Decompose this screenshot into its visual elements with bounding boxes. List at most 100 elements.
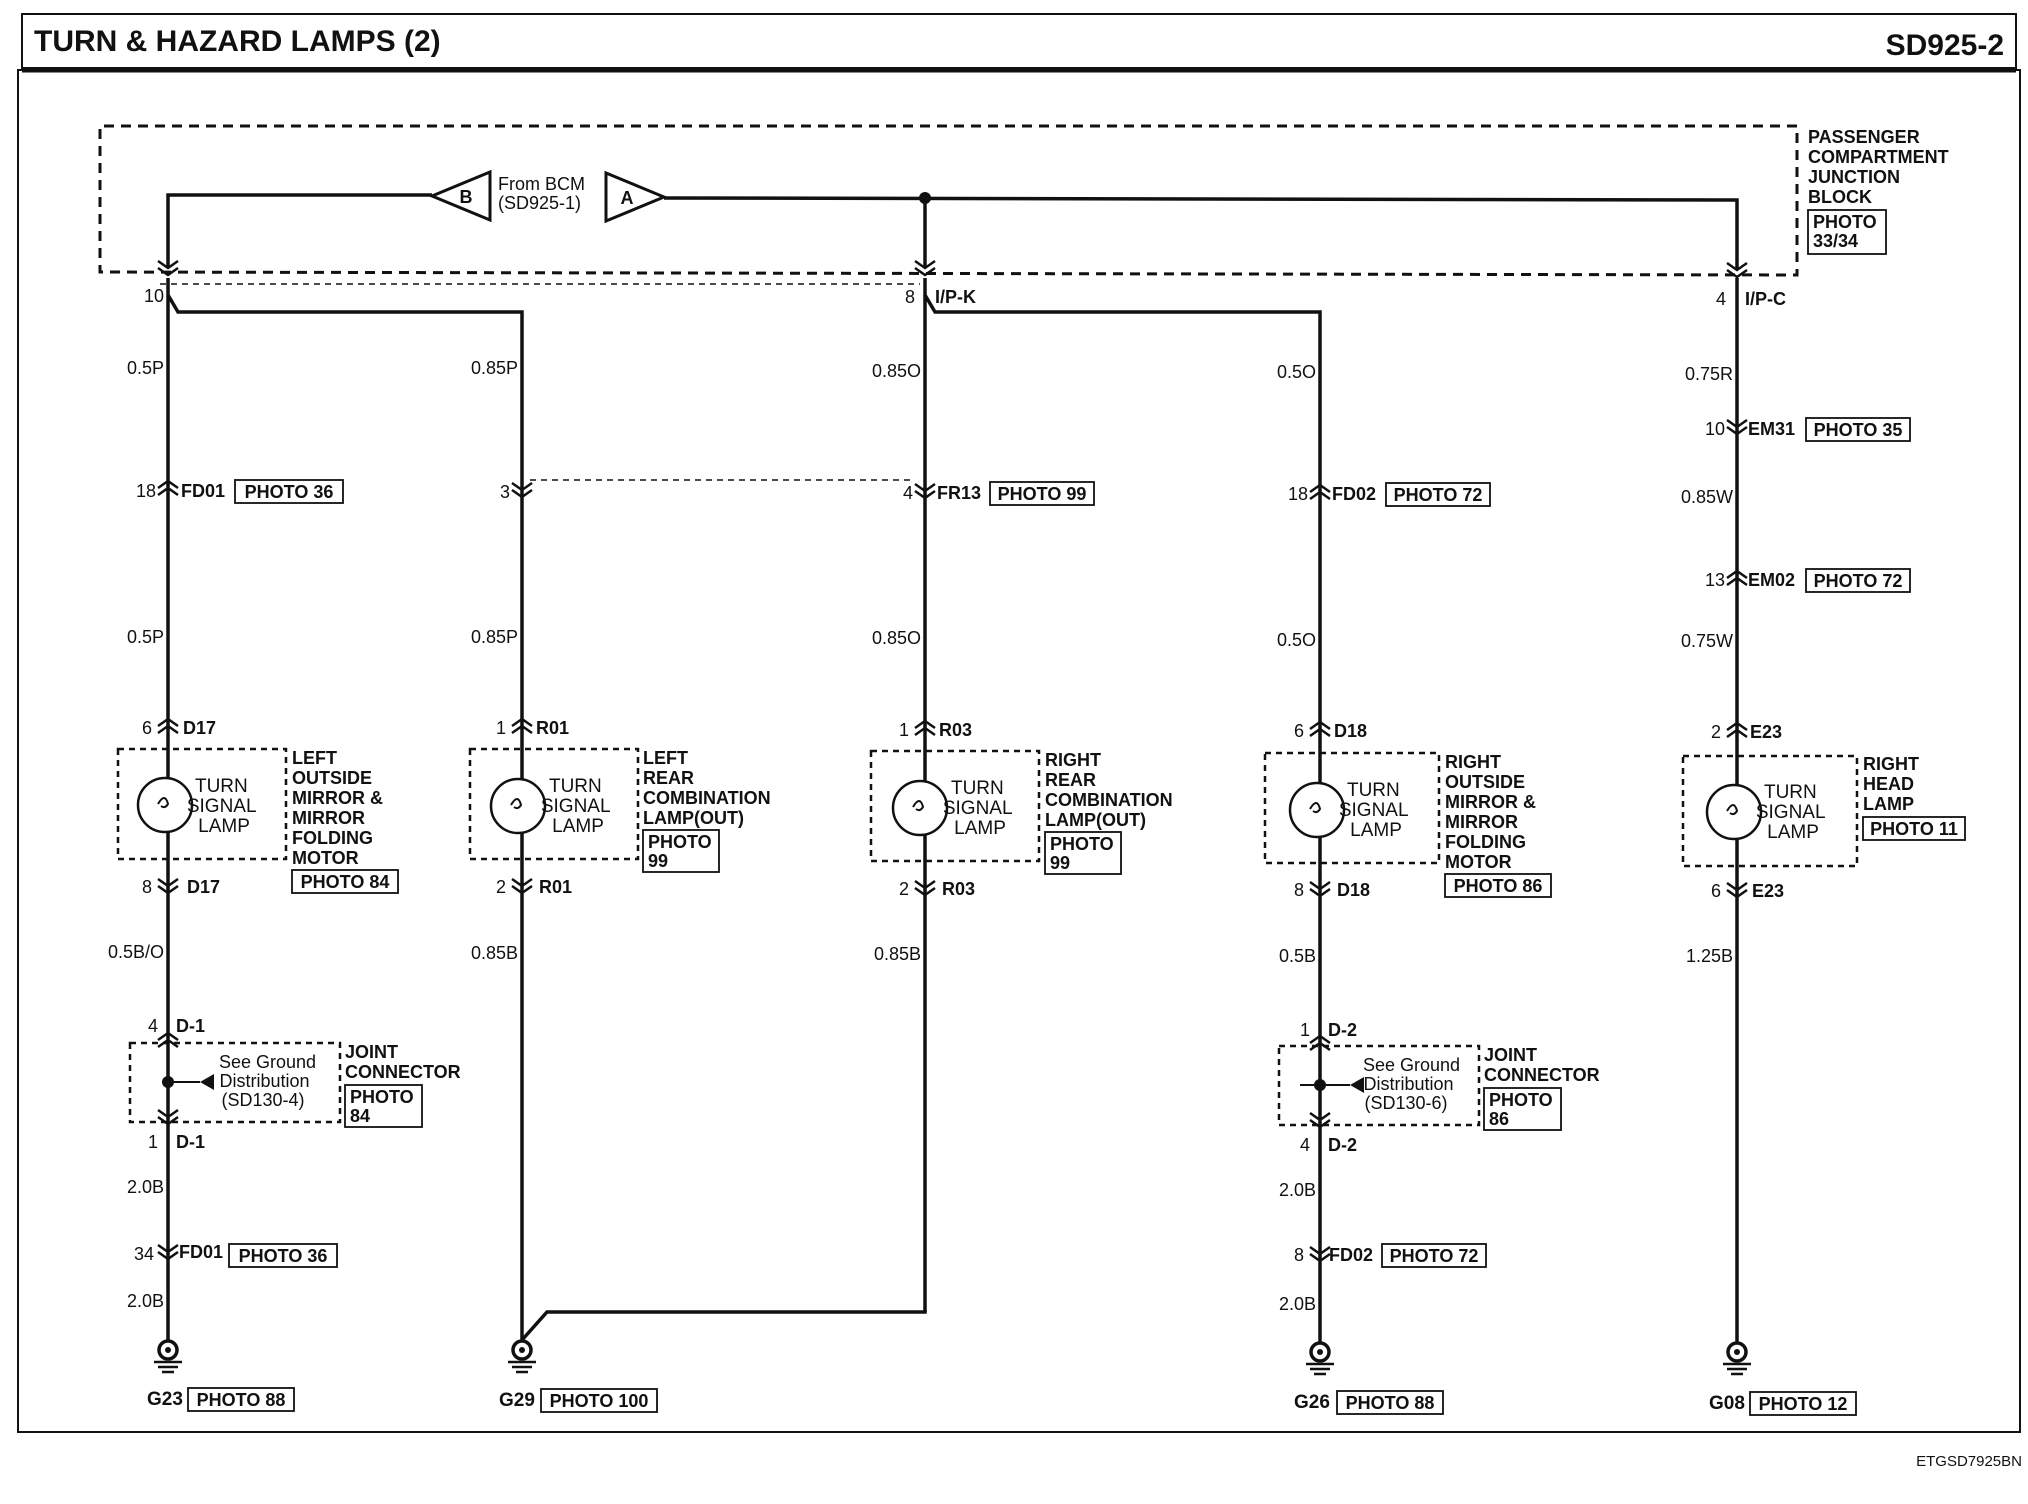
connector-d2: D-2 <box>1328 1135 1357 1155</box>
wire-label: 0.75W <box>1681 631 1733 651</box>
ground-note: See Ground Distribution (SD130-6) <box>1363 1055 1465 1113</box>
connector-d1: D-1 <box>176 1016 205 1036</box>
pin-number: 8 <box>1294 880 1304 900</box>
connector-chevrons <box>157 259 1748 1263</box>
wire-label: 0.5O <box>1277 362 1316 382</box>
connector-chevron-icon <box>1726 268 1748 279</box>
arrow-icon <box>200 1074 214 1090</box>
connector-chevron-icon <box>1726 888 1748 899</box>
joint-connector-label: JOINT CONNECTOR <box>345 1042 461 1082</box>
connector-chevron-icon <box>157 717 179 728</box>
ground-g29: G29 <box>499 1390 535 1411</box>
photo-ref: PHOTO 86 <box>1454 876 1543 896</box>
connector-chevron-icon <box>511 481 533 492</box>
wire-label: 2.0B <box>127 1177 164 1197</box>
connector-chevron-icon <box>914 719 936 730</box>
connector-chevron-icon <box>511 488 533 499</box>
bcm-source: B A From BCM (SD925-1) <box>428 169 668 224</box>
connector-chevron-icon <box>1309 880 1331 891</box>
connector-ipk: I/P-K <box>935 287 976 307</box>
ground-g23: G23 <box>147 1389 183 1410</box>
connector-chevron-icon <box>157 1250 179 1261</box>
connector-d18: D18 <box>1337 880 1370 900</box>
pin-8: 8 <box>905 287 915 307</box>
pin-number: 18 <box>136 481 156 501</box>
connector-chevron-icon <box>1726 881 1748 892</box>
connector-d17: D17 <box>187 877 220 897</box>
pin-4: 4 <box>1716 289 1726 309</box>
connector-fd02: FD02 <box>1329 1245 1373 1265</box>
component-label: LEFT REAR COMBINATION LAMP(OUT) <box>643 748 776 828</box>
photo-ref: PHOTO 35 <box>1814 420 1903 440</box>
wire-label: 0.85W <box>1681 487 1733 507</box>
joint-connector-d1: See Ground Distribution (SD130-4) JOINT … <box>128 1041 461 1128</box>
joint-connector-d2: See Ground Distribution (SD130-6) JOINT … <box>1277 1044 1600 1131</box>
connector-chevron-icon <box>914 879 936 890</box>
pin-number: 4 <box>148 1016 158 1036</box>
wire-label: 1.25B <box>1686 946 1733 966</box>
pin-number: 2 <box>496 877 506 897</box>
grounds <box>154 1339 1751 1376</box>
connector-chevron-icon <box>914 886 936 897</box>
photo-ref: PHOTO 36 <box>239 1246 328 1266</box>
junction-block-label: PASSENGER COMPARTMENT JUNCTION BLOCK <box>1808 127 1954 207</box>
connector-fd01: FD01 <box>181 481 225 501</box>
connector-fr13: FR13 <box>937 483 981 503</box>
pin-number: 34 <box>134 1244 154 1264</box>
joint-connector-label: JOINT CONNECTOR <box>1484 1045 1600 1085</box>
pin-number: 2 <box>899 879 909 899</box>
wire-label: 0.85B <box>471 943 518 963</box>
wire-label: 0.5B/O <box>108 942 164 962</box>
connector-d17: D17 <box>183 718 216 738</box>
component-label: RIGHT OUTSIDE MIRROR & MIRROR FOLDING MO… <box>1445 752 1541 872</box>
connector-chevron-icon <box>1309 887 1331 898</box>
connector-chevron-icon <box>157 1243 179 1254</box>
connector-chevron-icon <box>157 486 179 497</box>
connector-chevron-icon <box>511 884 533 895</box>
connector-r01: R01 <box>536 718 569 738</box>
right-rear-combination-lamp: TURN SIGNAL LAMP RIGHT REAR COMBINATION … <box>869 749 1173 875</box>
pin-number: 8 <box>1294 1245 1304 1265</box>
connector-em02: EM02 <box>1748 570 1795 590</box>
pin-number: 1 <box>899 720 909 740</box>
pin-number: 8 <box>142 877 152 897</box>
connector-chevron-icon <box>1309 1034 1331 1045</box>
connector-chevron-icon <box>1309 1111 1331 1122</box>
photo-ref: PHOTO 72 <box>1814 571 1903 591</box>
photo-ref: PHOTO 12 <box>1759 1394 1848 1414</box>
connector-e23: E23 <box>1752 881 1784 901</box>
photo-ref: PHOTO 100 <box>550 1391 649 1411</box>
connector-chevron-icon <box>157 1031 179 1042</box>
connector-chevron-icon <box>157 259 179 270</box>
pin-number: 6 <box>1711 881 1721 901</box>
arrow-icon <box>1350 1077 1364 1093</box>
connector-chevron-icon <box>914 489 936 500</box>
bulb-icon <box>136 776 194 834</box>
connector-chevron-icon <box>1309 1118 1331 1129</box>
pin-number: 6 <box>1294 721 1304 741</box>
connector-em31: EM31 <box>1748 419 1795 439</box>
connector-labels: 18 FD01 PHOTO 36 3 4 FR13 PHOTO 99 18 FD… <box>134 417 1911 1268</box>
lamp-label: TURN SIGNAL LAMP <box>1339 780 1413 841</box>
connector-ipc: I/P-C <box>1745 289 1786 309</box>
pin-10: 10 <box>144 286 164 306</box>
photo-ref: PHOTO 36 <box>245 482 334 502</box>
pin-number: 3 <box>500 482 510 502</box>
lamps: TURN SIGNAL LAMP LEFT OUTSIDE MIRROR & M… <box>116 747 1966 898</box>
wire-label: 2.0B <box>1279 1180 1316 1200</box>
connector-r03: R03 <box>942 879 975 899</box>
photo-ref: PHOTO 86 <box>1489 1090 1558 1129</box>
connector-chevron-icon <box>511 717 533 728</box>
connector-chevron-icon <box>1726 576 1748 587</box>
pin-number: 4 <box>1300 1135 1310 1155</box>
connector-chevron-icon <box>157 266 179 277</box>
connector-chevron-icon <box>157 479 179 490</box>
photo-ref: PHOTO 84 <box>301 872 390 892</box>
header: TURN & HAZARD LAMPS (2) SD925-2 <box>21 13 2017 73</box>
pin-number: 2 <box>1711 722 1721 742</box>
connector-chevron-icon <box>1309 1252 1331 1263</box>
pin-number: 10 <box>1705 419 1725 439</box>
photo-ref: PHOTO 72 <box>1394 485 1483 505</box>
component-label: LEFT OUTSIDE MIRROR & MIRROR FOLDING MOT… <box>292 748 388 868</box>
